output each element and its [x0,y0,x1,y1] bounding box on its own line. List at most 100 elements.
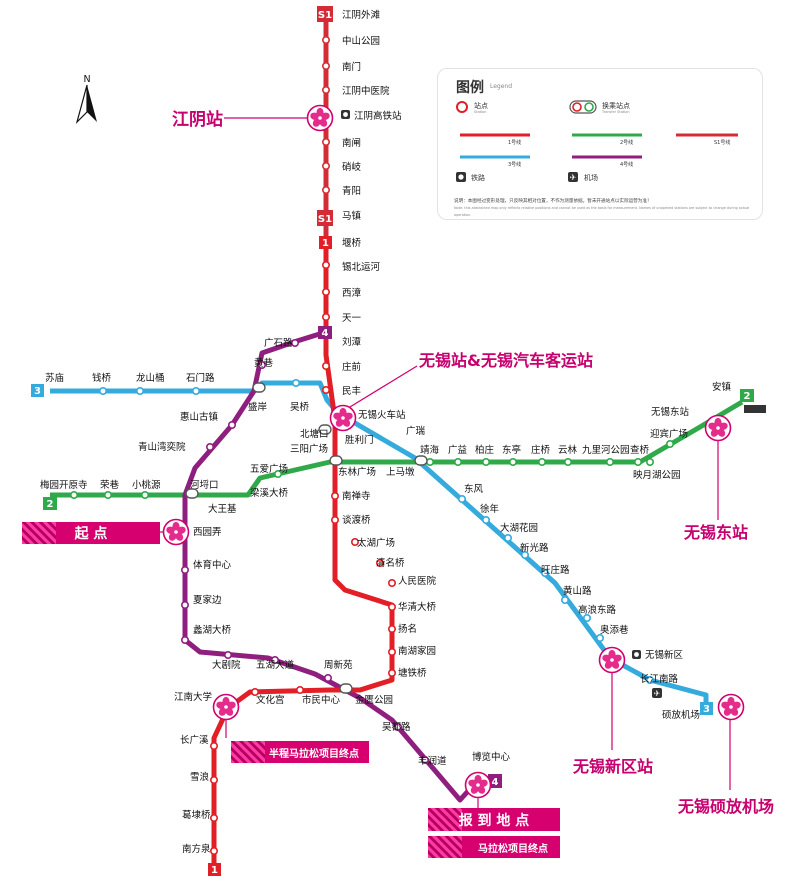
station-label: 江阴中医院 [342,85,390,97]
station-label: 江阴高铁站 [354,110,402,122]
station-label: 广瑞 [406,425,426,437]
badge-3-left: 3 [34,386,41,397]
cherry-blossom-icon [464,771,492,799]
svg-text:✈: ✈ [654,689,661,698]
station-label: 荣巷 [100,479,120,491]
station-label: 查桥 [630,444,650,456]
station-label: 江阴外滩 [342,9,381,21]
station-label: 马镇 [342,210,362,222]
interchange-stations [185,382,428,694]
legend-station: 站点 [474,102,488,110]
badge-s1-top: S1 [318,10,332,21]
station-label: 锡北运河 [342,261,381,273]
legend-interchange-en: Transfer Station [602,110,630,114]
airport-icon: ✈ [652,688,662,698]
station-label: 青山湾奕院 [138,441,186,453]
station-label: 上马墩 [386,466,415,478]
station-label: 吴都路 [382,721,411,733]
station-label: 博览中心 [472,751,511,763]
station-label: 黄山路 [563,585,592,597]
cherry-blossom-icon [306,104,334,132]
legend: 图例 Legend ✈ 站点 Station 换乘站点 Transfer Sta… [437,68,763,220]
station-label: 中山公园 [342,35,380,47]
cherry-blossom-icon [162,518,190,546]
station-label: 吴桥 [290,401,310,413]
callout-labels: 江阴站 无锡站&无锡汽车客运站 无锡东站 无锡新区站 无锡硕放机场 [172,109,774,816]
railway-icon [632,650,641,659]
station-label: 大剧院 [212,659,241,671]
badge-4-bottom: 4 [492,777,499,788]
station-label: 云林 [558,444,578,456]
legend-railway: 铁路 [471,174,485,182]
station-label: 河埒口 [190,479,219,491]
station-label: 大王基 [208,503,237,515]
legend-note-cn: 说明：本图经过变形处理，只反映其相对位置，不作为测量依据。暂未开通站点以实际运营… [454,199,652,204]
station-label: 蠡湖大桥 [193,624,232,636]
banner-marathon-finish-label: 马拉松项目终点 [478,843,548,855]
station-label: 清名桥 [376,557,405,569]
banner-half-marathon-label: 半程马拉松项目终点 [269,748,359,760]
station-label: 长江南路 [640,673,679,685]
station-label: 石门路 [186,372,215,384]
banner-half-marathon: 半程马拉松项目终点 [231,741,369,763]
station-label: 钱桥 [92,372,112,384]
legend-interchange: 换乘站点 [602,102,630,110]
station-label: 无锡新区 [645,649,684,661]
callout-wuxi-xinqu: 无锡新区站 [572,757,653,776]
line-badges: S1 S1 1 4 3 2 2 3 4 1 [31,6,754,876]
cherry-blossom-icon [212,693,240,721]
compass-letter: N [83,74,90,85]
station-label: 旺庄路 [541,564,570,576]
banner-pattern [231,741,265,763]
station-label: 西园弄 [193,527,222,538]
callout-leaders [160,117,731,808]
station-label: 金匮公园 [355,694,393,706]
cherry-blossom-icon [704,414,732,442]
station-label: 葛埭桥 [182,809,211,821]
badge-2-left: 2 [47,499,54,510]
banner-checkin: 报 到 地 点 [428,808,560,831]
legend-line4: 4号线 [620,162,634,168]
station-label: 硝岐 [342,161,362,173]
callout-airport: 无锡硕放机场 [677,797,774,816]
station-label: 高浪东路 [578,604,617,616]
station-label: 三阳广场 [290,443,328,455]
legend-airport: 机场 [584,174,598,182]
station-label: 谈渡桥 [342,514,371,526]
station-label: 民丰 [342,385,361,397]
station-label: 东亭 [502,444,521,456]
station-label: 靖海 [420,444,440,456]
legend-station-en: Station [474,110,487,114]
station-label: 堰桥 [342,237,362,249]
badge-1-mid: 1 [322,238,329,249]
banner-start-label: 起 点 [74,526,108,542]
station-dots [70,35,674,855]
north-arrow-icon: N [75,74,97,125]
callout-wuxi-station: 无锡站&无锡汽车客运站 [418,351,593,370]
station-label: 太湖广场 [357,537,395,549]
station-label: 大湖花园 [500,522,538,534]
legend-line1: 1号线 [508,140,522,146]
station-label: 梁溪大桥 [250,487,289,499]
station-label: 硕放机场 [662,709,700,721]
banner-pattern [22,522,56,544]
station-label: 西漳 [342,287,362,299]
legend-note-en: Note: this abstracted map only reflects … [454,206,750,217]
station-label: 雪浪 [190,771,210,783]
badge-1-bottom: 1 [211,865,218,876]
station-label: 无锡火车站 [358,409,406,421]
station-label: 苏庙 [45,372,64,384]
station-label: 奥添巷 [600,624,629,636]
cherry-blossom-icon [717,693,745,721]
station-label: 北塘口 [300,428,329,440]
station-label: 惠山古镇 [180,411,219,423]
legend-title: 图例 [456,80,484,96]
legend-note: 说明：本图经过变形处理，只反映其相对位置，不作为测量依据。暂未开通站点以实际运营… [454,199,754,219]
station-label: 龙山桶 [136,372,165,384]
station-label: 南闸 [342,137,361,149]
station-label: 柏庄 [475,444,495,456]
station-label: 黄巷 [254,357,274,369]
station-label: 市民中心 [302,694,341,706]
legend-line3: 3号线 [508,162,522,168]
